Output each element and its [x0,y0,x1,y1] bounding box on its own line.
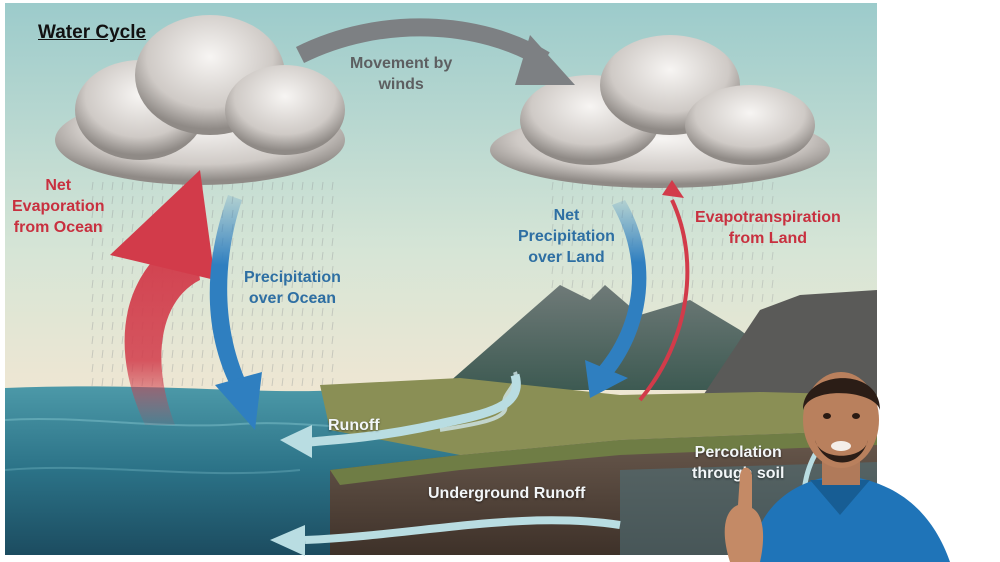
label-net-precipitation-land: Net Precipitation over Land [518,206,615,268]
label-evapotrans-line1: Evapotranspiration [695,209,841,226]
label-precip-land-line2: Precipitation [518,227,615,245]
runoff-arrowhead [280,425,312,458]
underground-runoff-arrowhead [270,525,305,556]
evapotranspiration-arrowhead [662,180,684,198]
land-plateau [320,378,877,455]
underground-runoff-arrow [304,516,621,544]
label-evapotrans-line2: from Land [728,229,808,247]
diagram-title: Water Cycle [38,22,147,43]
label-winds-line1: Movement by [350,55,453,72]
label-evap-line3: from Ocean [13,218,103,236]
label-percolation: Percolation through soil [692,443,784,485]
wind-arrow [295,18,550,68]
cloud-land [490,35,830,188]
wind-arrowhead [515,35,575,85]
label-net-evaporation: Net Evaporation from Ocean [12,176,104,238]
presenter-person-icon [724,372,950,562]
precipitation-land-arrowhead [585,360,628,398]
precipitation-ocean-arrow [209,195,250,395]
label-evap-line2: Evaporation [12,197,105,215]
label-movement-by-winds: Movement by winds [350,54,452,96]
rain-land [545,175,775,305]
evapotranspiration-arrow [638,199,690,402]
label-precip-land-line1: Net [553,207,580,224]
label-percolation-line1: Percolation [694,444,782,461]
cloud-ocean [55,15,345,185]
runoff-arrow [309,373,521,447]
label-winds-line2: winds [378,75,424,93]
label-underground-runoff: Underground Runoff [428,485,586,502]
label-evapotranspiration: Evapotranspiration from Land [695,208,841,250]
precipitation-land-arrow [598,200,647,378]
label-precip-ocean-line1: Precipitation [244,269,341,286]
label-precipitation-ocean: Precipitation over Ocean [244,268,341,310]
evaporation-arrowhead [110,170,215,280]
precipitation-ocean-arrowhead [215,372,262,430]
label-precip-land-line3: over Land [528,248,605,266]
label-evap-line1: Net [45,177,72,194]
label-percolation-line2: through soil [692,464,785,482]
label-precip-ocean-line2: over Ocean [248,289,337,307]
label-runoff: Runoff [328,417,380,434]
